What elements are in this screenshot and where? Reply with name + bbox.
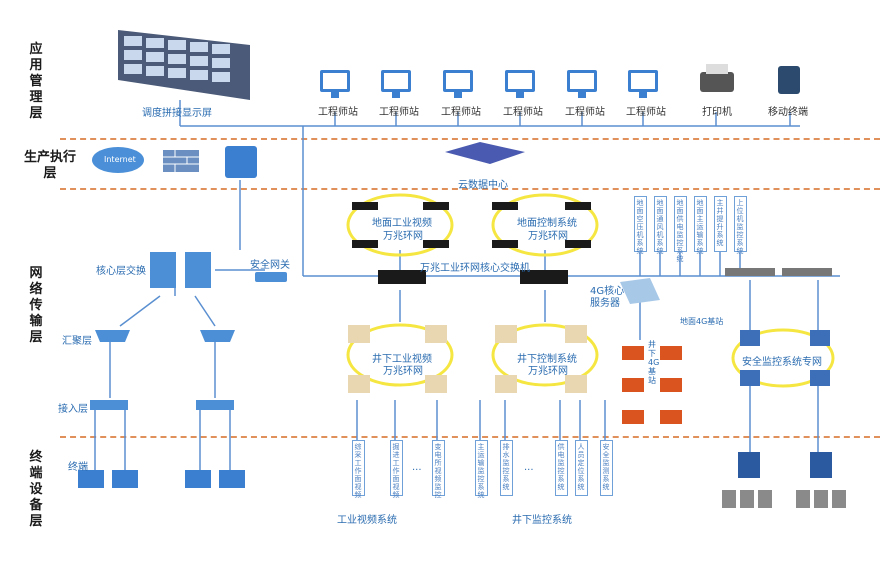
display-wall-label: 调度拼接显示屏 (142, 108, 212, 119)
monitor-system-label: 井下监控系统 (512, 515, 572, 526)
monitor-sub-box-1: 主运输监控系统 (475, 440, 488, 499)
ground-video-ring-label-1: 地面工业视频 (372, 218, 432, 229)
internet-label: Internet (104, 155, 136, 164)
cloud-label: 云数据中心 (458, 180, 508, 191)
control-subsystem-label-4: 地面主运输系统 (696, 199, 704, 255)
divider-network-terminal (60, 436, 880, 438)
video-sub-box-2: 掘进工作面视频 (390, 440, 403, 499)
layer-title-terminal: 终端设备层 (29, 450, 43, 529)
terminal-label: 终端 (68, 462, 88, 473)
ground-control-ring-label-1: 地面控制系统 (517, 218, 577, 229)
video-sub-label-1: 综采工作面视频 (354, 443, 362, 499)
workstation-label-6: 工程师站 (626, 107, 666, 118)
workstation-label-1: 工程师站 (318, 107, 358, 118)
core-ring-switch-label: 万兆工业环网核心交换机 (420, 263, 530, 274)
control-subsystem-label-6: 上位机监控系统 (736, 199, 744, 255)
under-4g-label: 井下4G基站 (648, 340, 660, 385)
4g-server-label-2: 服务器 (590, 298, 620, 309)
printer-label: 打印机 (702, 107, 732, 118)
monitor-sub-box-5: 人员定位系统 (575, 440, 588, 496)
monitor-sub-box-2: 排水监控系统 (500, 440, 513, 496)
display-wall-icon (118, 30, 250, 100)
video-sub-label-2: 掘进工作面视频 (392, 443, 400, 499)
4g-server-label-1: 4G核心 (590, 286, 625, 297)
under-video-ring-label-1: 井下工业视频 (372, 354, 432, 365)
ground-control-ring-label-2: 万兆环网 (528, 231, 568, 242)
monitor-sub-label-5: 人员定位系统 (577, 443, 585, 491)
control-subsystem-box-2: 地面通风机系统 (654, 196, 667, 255)
control-subsystem-label-3: 地面供电监控系统 (676, 199, 684, 263)
monitor-sub-label-6: 安全监测系统 (602, 443, 610, 491)
ground-video-ring-label-2: 万兆环网 (383, 231, 423, 242)
workstation-label-2: 工程师站 (379, 107, 419, 118)
layer-title-prod: 生产执行层 (24, 150, 77, 181)
control-subsystem-box-6: 上位机监控系统 (734, 196, 747, 255)
control-subsystem-box-5: 主井提升系统 (714, 196, 727, 252)
monitor-sub-label-2: 排水监控系统 (502, 443, 510, 491)
monitor-sub-label-1: 主运输监控系统 (477, 443, 485, 499)
security-gw-label: 安全网关 (250, 260, 290, 271)
ground-4g-label: 地面4G基站 (680, 317, 724, 326)
control-subsystem-label-1: 地面空压机系统 (636, 199, 644, 255)
monitor-sub-ellipsis: ... (524, 462, 534, 473)
control-subsystem-box-4: 地面主运输系统 (694, 196, 707, 255)
workstation-label-5: 工程师站 (565, 107, 605, 118)
divider-app-prod (60, 138, 880, 140)
layer-title-network: 网络传输层 (29, 266, 43, 345)
access-label: 接入层 (58, 404, 88, 415)
video-sub-box-4: 变电所视频监控 (432, 440, 445, 499)
video-sub-box-1: 综采工作面视频 (352, 440, 365, 499)
monitor-sub-label-4: 供电监控系统 (557, 443, 565, 491)
workstation-label-3: 工程师站 (441, 107, 481, 118)
control-subsystem-label-5: 主井提升系统 (716, 199, 724, 247)
under-control-ring-label-2: 万兆环网 (528, 366, 568, 377)
control-subsystem-label-2: 地面通风机系统 (656, 199, 664, 255)
mobile-label: 移动终端 (768, 107, 808, 118)
core-switch-label: 核心层交换 (96, 266, 146, 277)
aggregation-label: 汇聚层 (62, 336, 92, 347)
video-system-label: 工业视频系统 (337, 515, 397, 526)
monitor-sub-box-4: 供电监控系统 (555, 440, 568, 496)
divider-prod-network (60, 188, 880, 190)
video-sub-ellipsis: ... (412, 462, 422, 473)
control-subsystem-box-3: 地面供电监控系统 (674, 196, 687, 263)
video-sub-label-4: 变电所视频监控 (434, 443, 442, 499)
security-ring-label: 安全监控系统专网 (742, 357, 822, 368)
control-subsystem-box-1: 地面空压机系统 (634, 196, 647, 255)
workstation-label-4: 工程师站 (503, 107, 543, 118)
monitor-sub-box-6: 安全监测系统 (600, 440, 613, 496)
under-control-ring-label-1: 井下控制系统 (517, 354, 577, 365)
under-video-ring-label-2: 万兆环网 (383, 366, 423, 377)
layer-title-app: 应用管理层 (29, 42, 43, 121)
